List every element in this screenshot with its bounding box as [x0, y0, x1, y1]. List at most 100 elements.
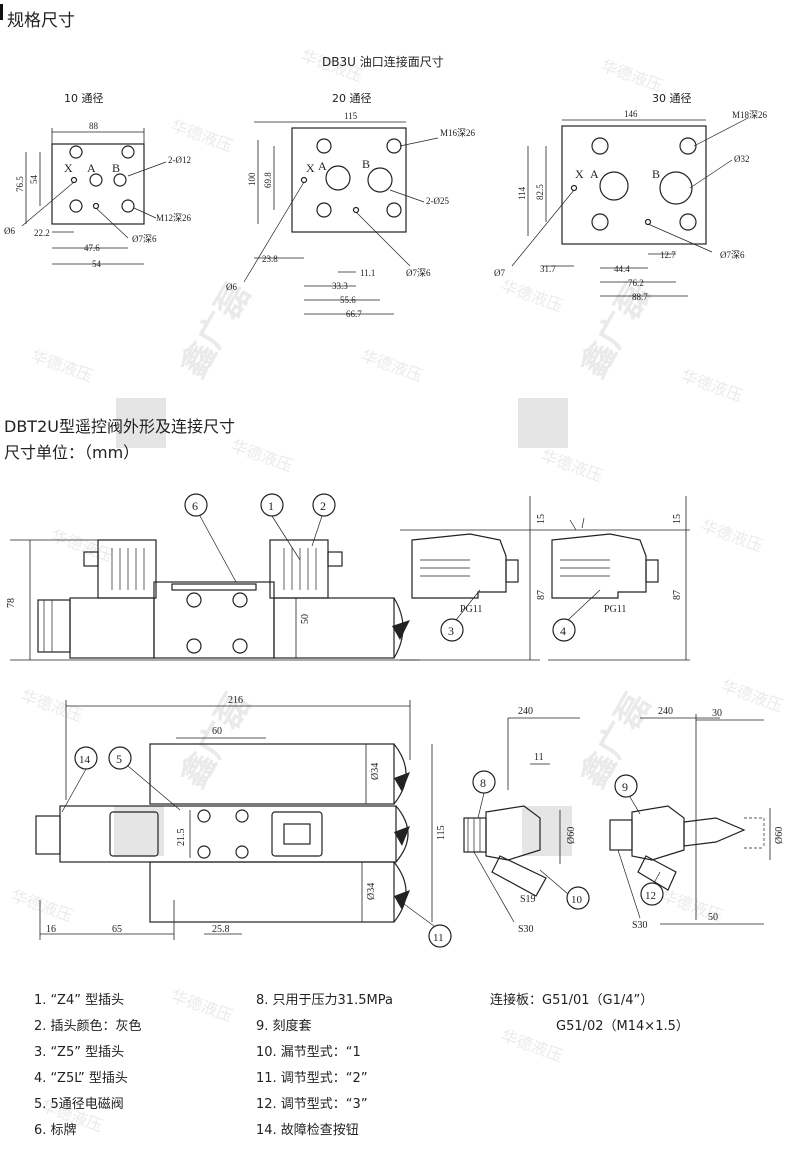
manual-button	[35, 815, 61, 855]
callout-bubble	[440, 618, 464, 642]
watermark-text: 华德液压	[29, 346, 96, 386]
dim-88: 88	[89, 121, 99, 131]
leader-line	[689, 159, 733, 189]
adjuster-stem	[491, 855, 547, 897]
leader-line	[629, 796, 641, 815]
screw	[186, 592, 202, 608]
dim-69-8: 69.8	[263, 172, 273, 188]
leader-line	[617, 849, 641, 919]
dim-66-7: 66.7	[346, 309, 362, 319]
watermarks: 华德液压 华德液压 华德液压 华德液压 华德液压 华德液压 华德液压 华德液压 …	[9, 46, 786, 1136]
pin-hole	[92, 202, 100, 210]
dim-phi34: Ø34	[370, 763, 381, 780]
bolt-hole	[679, 213, 697, 231]
dim-115: 115	[344, 111, 358, 121]
coil-housing	[269, 539, 329, 599]
dim-50: 50	[300, 614, 311, 624]
leader-line	[95, 207, 129, 239]
port-face-outline	[291, 127, 407, 233]
dbt-title: DBT2U型遥控阀外形及连接尺寸	[4, 417, 235, 436]
port-a-label: A	[318, 159, 327, 173]
page-heading: 规格尺寸	[7, 11, 75, 31]
connection-plate-1: 连接板：G51/01（G1/4”）	[490, 992, 653, 1008]
callout-bubble	[614, 774, 638, 798]
dim-s30: S30	[518, 924, 534, 935]
leader-line	[355, 211, 411, 267]
adjuster-body	[485, 805, 541, 861]
watermark-text: 华德液压	[699, 516, 766, 556]
dim-60: 60	[212, 726, 222, 737]
dim-phi7: Ø7深6	[406, 268, 431, 278]
arrow-icon	[394, 890, 410, 910]
callout-14: 14	[79, 754, 91, 766]
tube-end	[393, 743, 407, 805]
bolt-hole	[591, 137, 609, 155]
leader-line	[693, 117, 749, 147]
watermark-logo	[522, 806, 572, 856]
tube-end	[393, 861, 407, 923]
leader-line	[199, 515, 237, 583]
callout-11: 11	[433, 932, 444, 944]
screw	[197, 845, 211, 859]
dim-54-b: 54	[92, 259, 102, 269]
dim-55-6: 55.6	[340, 295, 356, 305]
port-x-label: X	[306, 161, 315, 175]
nameplate	[171, 583, 257, 591]
locknut	[463, 817, 487, 853]
callout-3: 3	[448, 624, 454, 638]
port-b-label: B	[652, 167, 660, 181]
leader-line	[133, 207, 157, 219]
dim-phi60-b: Ø60	[774, 827, 785, 844]
dim-s19: S19	[520, 894, 536, 905]
dim-s30-b: S30	[632, 920, 648, 931]
bolt-hole	[316, 202, 332, 218]
legend-item-8: 8. 只用于压力31.5MPa	[256, 993, 393, 1008]
watermark-text: 华德液压	[719, 676, 786, 716]
plug-label-pg11-b: PG11	[604, 604, 626, 615]
leader-line	[271, 515, 301, 561]
bolt-hole	[316, 138, 332, 154]
leader-line	[473, 851, 515, 923]
watermark-text: 华德液压	[169, 116, 236, 156]
leader-line	[399, 137, 439, 147]
dim-phi60: Ø60	[566, 827, 577, 844]
watermark-text: 鑫广磊	[573, 686, 659, 794]
leader-line	[127, 161, 167, 177]
top-view: 216 60 Ø34 21.5 Ø34 16 65 25.8	[35, 695, 452, 948]
knob	[683, 817, 746, 847]
dim-23-8: 23.8	[262, 254, 278, 264]
dim-114: 114	[517, 186, 527, 200]
coil-cap	[327, 551, 343, 567]
dim-16: 16	[46, 924, 56, 935]
callout-bubble	[184, 493, 208, 517]
dim-31-7: 31.7	[540, 264, 556, 274]
adjuster-detail-2: 240 30 Ø60 S30 50 9 12	[609, 706, 785, 931]
callout-8: 8	[480, 776, 486, 790]
callout-bubble	[640, 882, 664, 906]
leader-line	[567, 589, 601, 621]
screw	[186, 638, 202, 654]
leader-line	[243, 181, 305, 283]
callout-1: 1	[268, 499, 274, 513]
coil-cap	[83, 551, 99, 567]
legend-item-9: 9. 刻度套	[256, 1018, 312, 1034]
port-face-outline	[51, 143, 145, 225]
watermark-logo	[114, 806, 164, 856]
leader-line	[127, 765, 181, 811]
arrow-icon	[394, 826, 410, 846]
leader-line	[61, 768, 87, 813]
leader-line	[403, 903, 435, 927]
adjuster-body	[631, 805, 685, 861]
dim-m18: M18深26	[732, 110, 768, 120]
dim-25-8: 25.8	[212, 924, 230, 935]
dim-87-b: 87	[672, 590, 683, 600]
leader-line	[389, 189, 425, 203]
port-b-hole	[113, 173, 127, 187]
dim-216: 216	[228, 695, 243, 706]
db3u-title: DB3U 油口连接面尺寸	[322, 54, 444, 69]
leader-line	[455, 589, 481, 621]
size-label-10: 10 通径	[64, 92, 104, 105]
dim-100: 100	[247, 172, 257, 186]
leader-line	[653, 871, 661, 884]
watermark-text: 华德液压	[9, 886, 76, 926]
